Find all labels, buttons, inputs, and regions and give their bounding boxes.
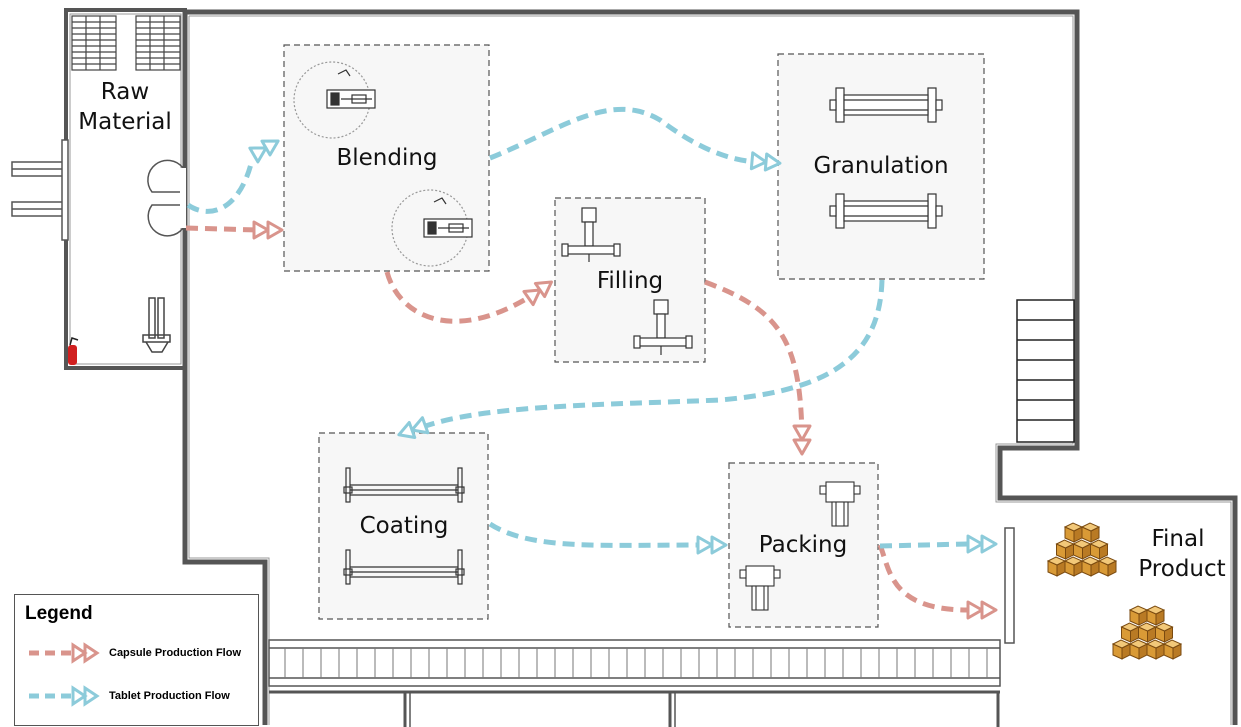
- box-stack-icon: [1046, 522, 1118, 577]
- raw-material-label-line1: Raw: [100, 79, 150, 105]
- filling-area: [554, 197, 706, 363]
- hand-truck-icon: [142, 297, 171, 353]
- capsule-filler-icon: [633, 299, 693, 355]
- coating-area: [318, 432, 489, 620]
- legend-swatches: [29, 642, 100, 707]
- flow-arrowhead: [397, 416, 430, 440]
- capsule-legend-arrow: [29, 642, 100, 664]
- granulation-label: Granulation: [813, 153, 949, 179]
- flow-arrowhead: [696, 535, 728, 555]
- raw-material-label-line2: Material: [78, 109, 172, 135]
- legend: Legend Capsule Production Flow Tablet Pr…: [14, 594, 259, 726]
- flow-arrowhead: [792, 424, 812, 456]
- flow-arrowhead: [252, 220, 284, 240]
- flow-arrowhead: [248, 139, 280, 164]
- flow-arrowhead: [749, 151, 782, 172]
- blending-label: Blending: [336, 145, 438, 171]
- granulation-area: [777, 53, 985, 280]
- fire-extinguisher-icon: [68, 337, 79, 365]
- final-product-label: Final Product: [1132, 524, 1232, 584]
- conveyor-corridor: [268, 639, 1001, 727]
- legend-title: Legend: [25, 603, 93, 624]
- legend-item-capsule: Capsule Production Flow: [109, 647, 242, 659]
- capsule-filler-icon: [561, 207, 621, 262]
- packing-machine-icon: [739, 565, 781, 611]
- granulator-icon: [829, 87, 943, 123]
- final-product-label-line2: Product: [1138, 556, 1226, 582]
- packing-label: Packing: [758, 532, 848, 558]
- tablet-legend-arrow: [29, 685, 100, 707]
- packing-machine-icon: [819, 481, 861, 527]
- tablet-flow-arrows: [186, 106, 969, 549]
- flow-arrowhead: [522, 280, 553, 307]
- staircase-icon: [1016, 299, 1075, 443]
- flow-arrowhead: [966, 534, 998, 554]
- filling-label: Filling: [596, 268, 664, 294]
- coating-line-icon: [343, 549, 465, 585]
- granulator-icon: [829, 193, 943, 229]
- coating-label: Coating: [359, 513, 449, 539]
- pallet-icon: [71, 15, 117, 71]
- pallet-icon: [135, 15, 181, 71]
- raw-material-label: Raw Material: [75, 77, 175, 137]
- building-walls: [64, 8, 1238, 725]
- mixer-icon: [391, 189, 473, 267]
- legend-item-tablet: Tablet Production Flow: [109, 690, 230, 702]
- door: [1004, 527, 1015, 644]
- box-stack-icon: [1111, 605, 1183, 660]
- door: [147, 159, 186, 237]
- loading-dock: [11, 139, 69, 241]
- coating-line-icon: [343, 467, 465, 503]
- final-product-label-line1: Final: [1151, 526, 1205, 552]
- mixer-icon: [293, 61, 376, 139]
- capsule-flow-arrows: [185, 225, 969, 613]
- flow-arrowhead: [966, 600, 998, 620]
